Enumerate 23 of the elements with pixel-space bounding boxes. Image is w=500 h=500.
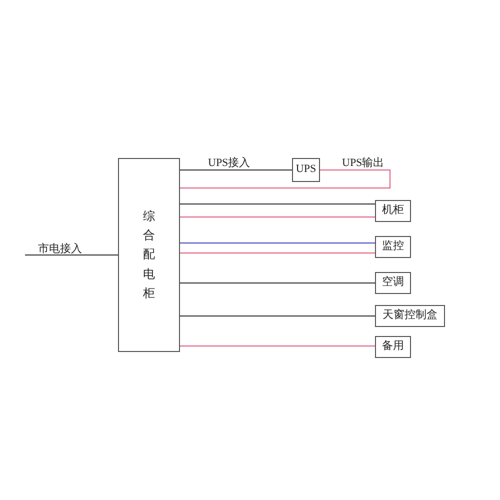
edge-label: UPS输出	[342, 158, 384, 169]
connector-line	[180, 252, 376, 254]
connector-line	[180, 282, 376, 284]
device-box	[375, 305, 445, 327]
edge-label: 市电接入	[38, 244, 82, 255]
node-label: 备用	[382, 339, 404, 354]
device-box	[375, 336, 411, 358]
node-label: 机柜	[382, 203, 404, 218]
connector-line	[180, 216, 376, 218]
node-label: UPS	[296, 162, 316, 178]
connector-line	[180, 242, 376, 244]
connector-line	[24, 254, 118, 256]
device-box	[375, 236, 411, 258]
node-label: 综合配电柜	[142, 208, 156, 302]
connector-line	[180, 170, 390, 188]
ups-box	[292, 158, 320, 182]
distribution-cabinet-box	[118, 158, 180, 352]
node-label: 天窗控制盒	[382, 308, 438, 324]
node-label: 监控	[382, 239, 404, 254]
edge-label: UPS接入	[208, 158, 250, 169]
node-label: 空调	[382, 275, 404, 290]
device-box	[375, 272, 411, 294]
device-box	[375, 200, 411, 222]
